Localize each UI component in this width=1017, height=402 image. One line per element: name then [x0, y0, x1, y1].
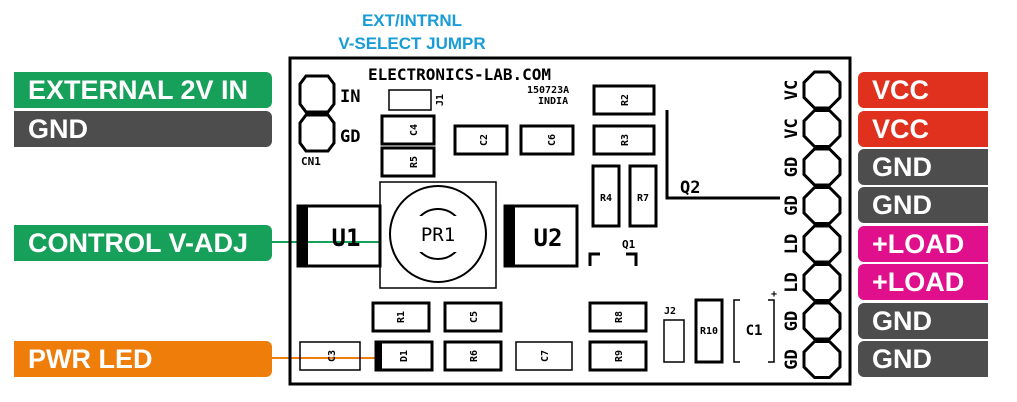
c1-label: C1	[746, 323, 763, 339]
label-gnd-left: GND	[14, 111, 272, 147]
j2-jumper	[663, 319, 685, 363]
c4-label: C4	[409, 124, 420, 136]
cn1-gd-label: GD	[340, 127, 360, 147]
board-title: ELECTRONICS-LAB.COM	[368, 65, 551, 84]
r6-part	[443, 340, 503, 372]
label-vcc-2: VCC	[858, 111, 988, 147]
r7-label: R7	[637, 193, 649, 204]
jumper-note-line1: EXT/INTRNL	[361, 11, 463, 30]
label-control-v-adj: CONTROL V-ADJ	[14, 225, 272, 261]
u2-label: U2	[534, 224, 563, 252]
c7-label: C7	[540, 350, 551, 362]
label-pwr-led: PWR LED	[14, 341, 272, 377]
r9-part	[588, 340, 648, 372]
c1-outline-right	[768, 299, 775, 363]
r5-part	[380, 146, 436, 178]
j2-label: J2	[664, 306, 676, 317]
r4-part	[591, 164, 621, 228]
label-vcc-1: VCC	[858, 72, 988, 108]
board-country: INDIA	[538, 96, 568, 107]
label-load-2: +LOAD	[858, 264, 988, 300]
cn1-connector	[298, 74, 336, 153]
pr1-label: PR1	[421, 224, 455, 246]
q1-outline-right	[626, 252, 638, 266]
header-pin-label: GD	[782, 195, 802, 215]
label-load-1: +LOAD	[858, 226, 988, 262]
q2-outline	[665, 110, 780, 200]
board-date: 150723A	[527, 85, 569, 96]
jumper-note-line2: V-SELECT JUMPR	[338, 34, 486, 53]
header-pin-pad	[802, 147, 842, 187]
u1-label: U1	[332, 224, 361, 252]
d1-label: D1	[399, 350, 410, 362]
header-pin-label: LD	[782, 234, 802, 254]
c3-label: C3	[327, 350, 338, 362]
q2-label: Q2	[680, 178, 700, 198]
r8-label: R8	[614, 311, 625, 323]
c1-plus-label: +	[771, 289, 777, 300]
r3-part	[592, 124, 656, 156]
header-pin-pad	[802, 340, 842, 379]
cn1-in-label: IN	[340, 87, 360, 107]
r3-label: R3	[620, 134, 631, 146]
c5-label: C5	[469, 311, 480, 323]
label-gnd-4: GND	[858, 341, 988, 377]
j1-jumper	[388, 89, 432, 111]
header-pin-label: GD	[782, 311, 802, 331]
r10-label: R10	[700, 326, 718, 337]
header-pin-pad	[802, 224, 842, 264]
header-pin-label: VC	[782, 80, 802, 100]
r1-label: R1	[396, 311, 407, 323]
c5-part	[443, 301, 503, 333]
c4-part	[380, 114, 436, 146]
r7-part	[628, 164, 658, 228]
c2-label: C2	[479, 134, 490, 146]
r2-label: R2	[620, 94, 631, 106]
label-gnd-1: GND	[858, 149, 988, 185]
header-pin-label: GD	[782, 349, 802, 369]
label-gnd-2: GND	[858, 187, 988, 223]
c2-part	[453, 124, 509, 156]
label-gnd-3: GND	[858, 303, 988, 339]
header-pin-label: GD	[782, 157, 802, 177]
header-pin-pad	[802, 301, 842, 341]
c6-part	[519, 124, 575, 156]
header-pin-label: VC	[782, 118, 802, 138]
r8-part	[588, 301, 648, 333]
label-external-2v-in: EXTERNAL 2V IN	[14, 72, 272, 108]
header-pin-pad	[802, 263, 842, 302]
header-pin-pad	[802, 186, 842, 225]
r4-label: R4	[600, 193, 612, 204]
c1-outline-left	[733, 299, 740, 363]
cn1-label: CN1	[301, 155, 321, 168]
r1-part	[371, 301, 431, 333]
pr1-knob	[389, 185, 487, 283]
q1-label: Q1	[622, 238, 636, 251]
q1-outline-left	[588, 252, 600, 266]
r5-label: R5	[409, 156, 420, 168]
header-pin-pad	[802, 109, 842, 148]
c3-part	[299, 341, 361, 371]
pin-header: VC VC GD GD LD LD GD GD	[782, 70, 842, 379]
r2-part	[592, 84, 656, 116]
header-pin-pad	[802, 70, 842, 110]
j1-label: J1	[435, 94, 446, 106]
header-pin-label: LD	[782, 272, 802, 292]
board-outline	[288, 56, 852, 386]
r6-label: R6	[469, 350, 480, 362]
r10-part	[694, 298, 724, 364]
c7-part	[515, 341, 573, 371]
r9-label: R9	[614, 350, 625, 362]
c6-label: C6	[547, 134, 558, 146]
